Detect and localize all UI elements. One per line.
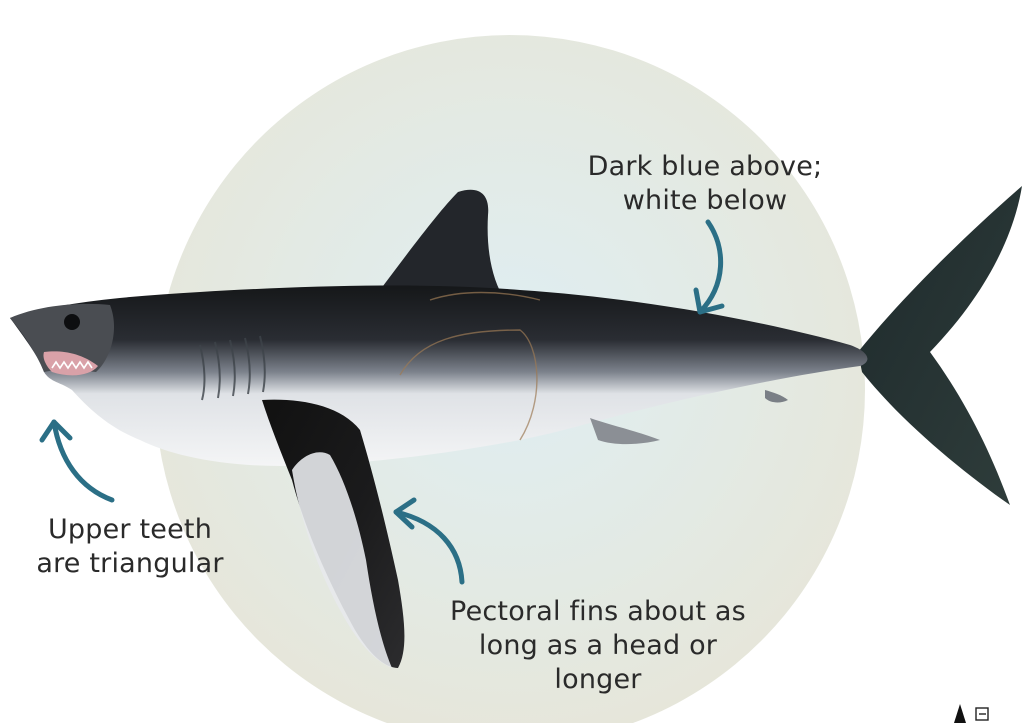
label-fins-line2: long as a head or (418, 629, 778, 663)
label-teeth-line2: are triangular (10, 547, 250, 581)
pointer-arrow-icon (954, 704, 988, 723)
label-fins-line3: longer (418, 663, 778, 697)
label-teeth: Upper teeth are triangular (10, 513, 250, 581)
label-fins-line1: Pectoral fins about as (418, 595, 778, 629)
label-coloration-line1: Dark blue above; (560, 150, 850, 184)
shark-eye (64, 314, 80, 330)
label-coloration: Dark blue above; white below (560, 150, 850, 218)
label-coloration-line2: white below (560, 184, 850, 218)
label-teeth-line1: Upper teeth (10, 513, 250, 547)
label-fins: Pectoral fins about as long as a head or… (418, 595, 778, 697)
shark-tail-fin (858, 186, 1022, 505)
